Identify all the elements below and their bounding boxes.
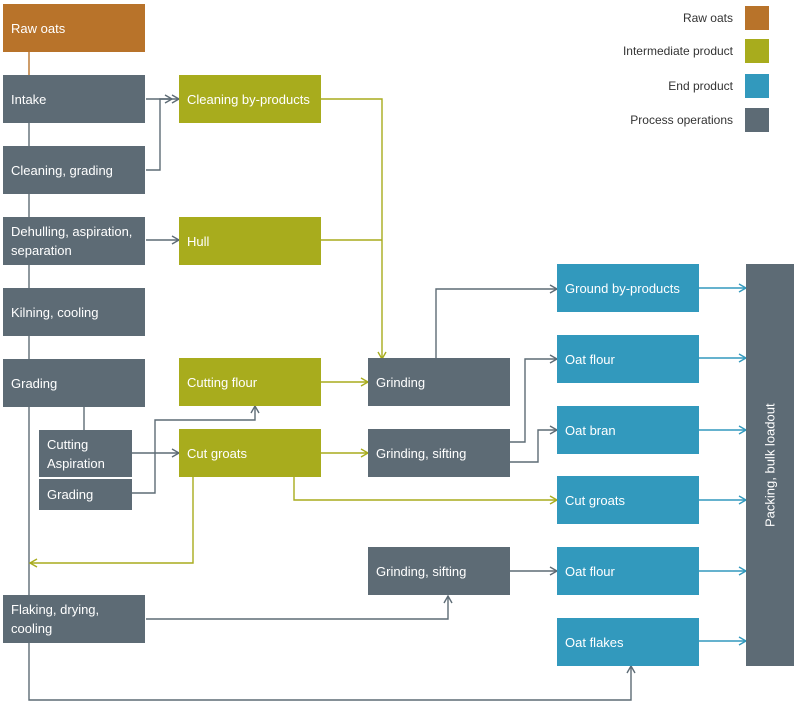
grinding-sifting-node-1: Grinding, sifting <box>368 429 510 477</box>
flaking-to-grinding-sifting <box>146 594 453 620</box>
legend-process-swatch <box>745 108 769 132</box>
cleaning-to-cleaning-byproducts <box>146 94 174 171</box>
legend-intermediate-label: Intermediate product <box>622 44 733 58</box>
grinding-sifting-node-2: Grinding, sifting <box>368 547 510 595</box>
grinding-sifting-to-oat-bran <box>510 425 559 463</box>
packing-node: Packing, bulk loadout <box>746 264 794 666</box>
dehulling-node: Dehulling, aspiration, separation <box>3 217 145 265</box>
cut-groats-end-node: Cut groats <box>557 476 699 524</box>
cut-groats-to-flaking <box>28 477 194 568</box>
legend-end-swatch <box>745 74 769 98</box>
cut-groats-intermediate-node: Cut groats <box>179 429 321 477</box>
cutting-flour-node: Cutting flour <box>179 358 321 406</box>
grading-node: Grading <box>3 359 145 407</box>
hull-node: Hull <box>179 217 321 265</box>
cleaning-byproducts-node: Cleaning by-products <box>179 75 321 123</box>
oat-flour-node-1: Oat flour <box>557 335 699 383</box>
legend-process-label: Process operations <box>630 113 733 127</box>
legend-raw-label: Raw oats <box>682 11 733 25</box>
intake-node: Intake <box>3 75 145 123</box>
legend-intermediate-swatch <box>745 39 769 63</box>
oat-flour-node-2: Oat flour <box>557 547 699 595</box>
grading-sub-node: Grading <box>39 479 132 510</box>
cutting-aspiration-node: Cutting Aspiration <box>39 430 132 477</box>
flaking-node: Flaking, drying, cooling <box>3 595 145 643</box>
flaking-to-oat-flakes <box>28 643 636 701</box>
grinding-node: Grinding <box>368 358 510 406</box>
grinding-sifting-to-oat-flour <box>510 354 559 443</box>
cleaning-grading-node: Cleaning, grading <box>3 146 145 194</box>
grinding-to-ground-byproducts <box>435 284 559 359</box>
grading-sub-to-cutting-flour <box>132 404 260 494</box>
ground-byproducts-node: Ground by-products <box>557 264 699 312</box>
kilning-node: Kilning, cooling <box>3 288 145 336</box>
cleaning-byproducts-to-grinding <box>321 98 387 361</box>
oat-bran-node: Oat bran <box>557 406 699 454</box>
raw-oats-node: Raw oats <box>3 4 145 52</box>
oat-flakes-node: Oat flakes <box>557 618 699 666</box>
legend-end-label: End product <box>668 79 733 93</box>
cut-groats-to-end-cut-groats <box>293 477 559 505</box>
legend-raw-swatch <box>745 6 769 30</box>
